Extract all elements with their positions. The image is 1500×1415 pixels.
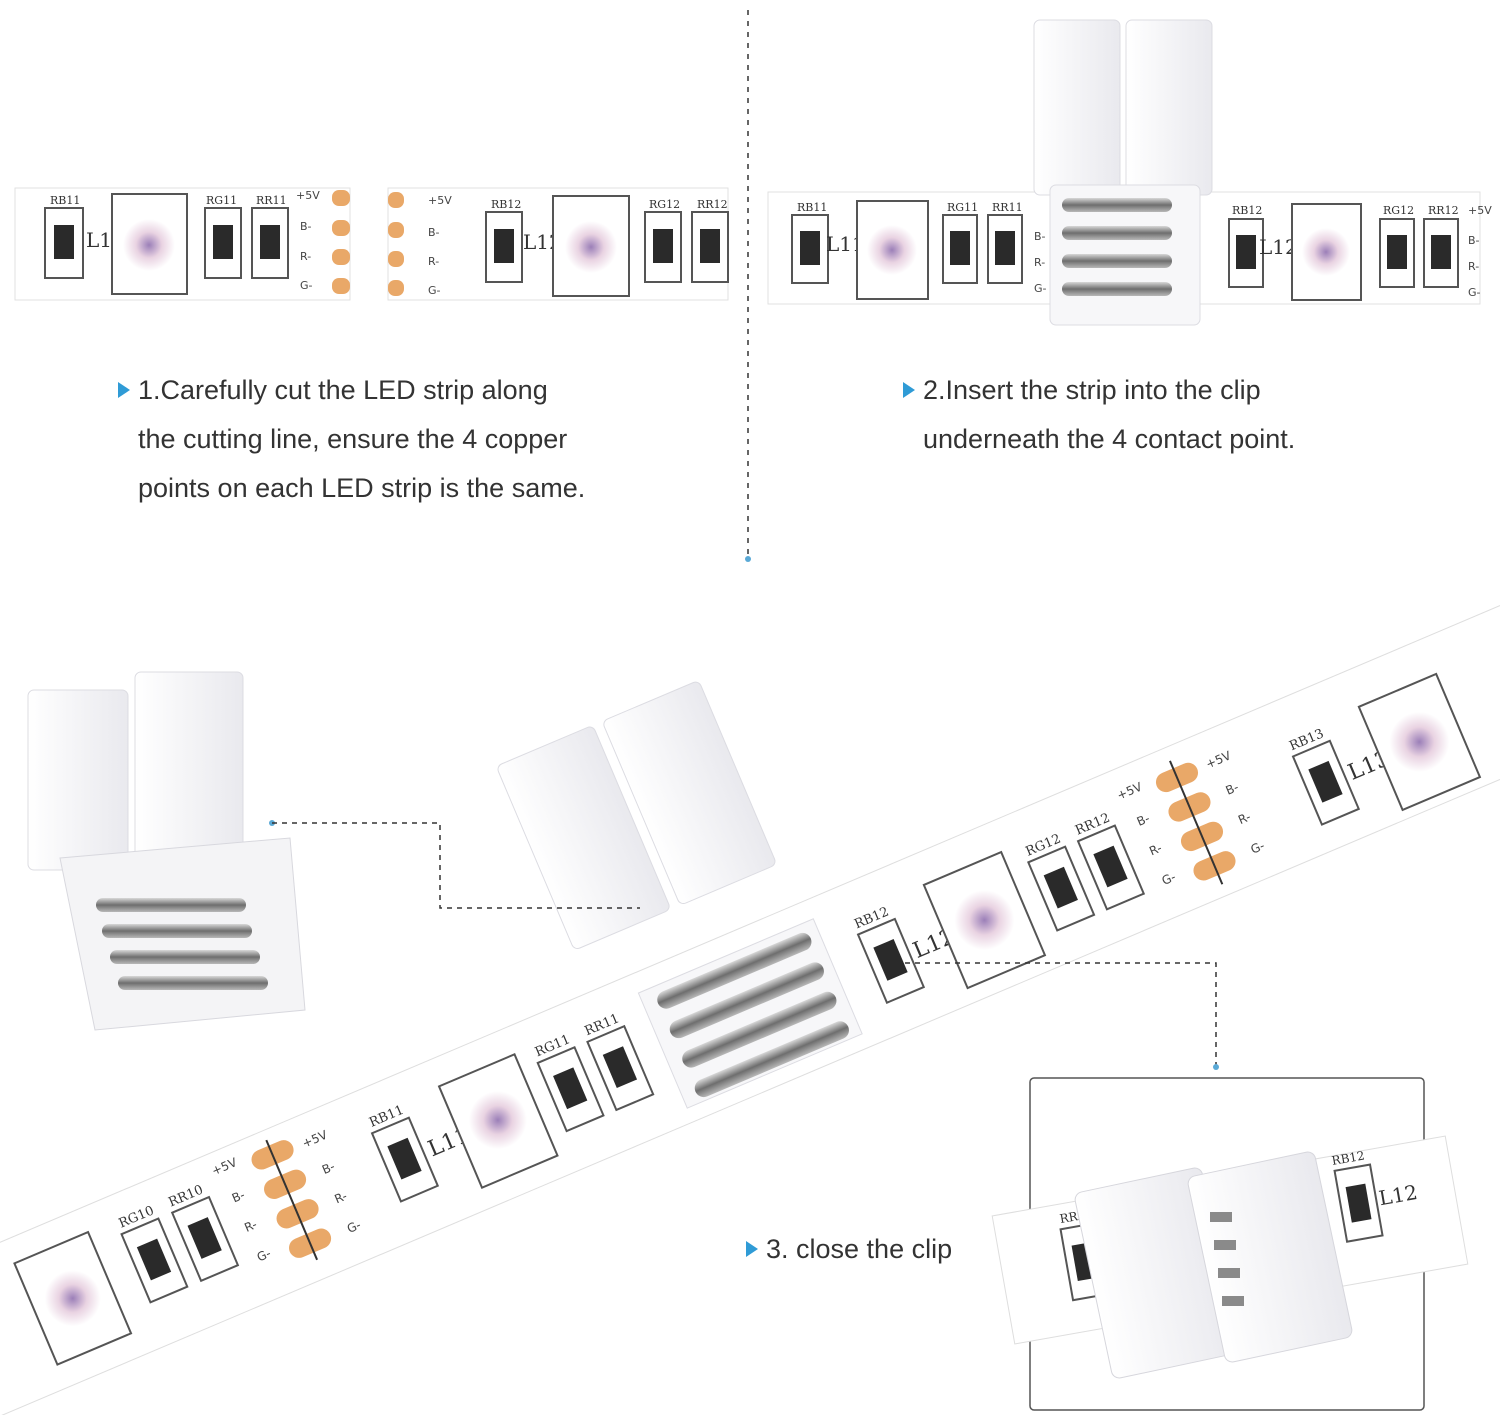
pad-label-b-6: B- (230, 1188, 247, 1206)
pad-label-r-7: R- (332, 1189, 349, 1207)
label-rg11-2: RG11 (947, 201, 978, 214)
step1-line1: 1.Carefully cut the LED strip along (138, 375, 548, 405)
pad-label-g-5: G- (1468, 286, 1481, 299)
label-rb11-2: RB11 (797, 201, 827, 214)
label-rr11: RR11 (256, 194, 287, 207)
pad-label-g-3: G- (1034, 282, 1047, 295)
diagonal-clip (497, 681, 776, 949)
pad-label-r-8: R- (1147, 841, 1164, 859)
pad-label-plus-5: +5V (1468, 204, 1492, 217)
callout-connector-left (269, 820, 640, 909)
step2-line2: underneath the 4 contact point. (923, 424, 1296, 454)
label-rr12: RR12 (697, 198, 728, 211)
pad-label-r-3: R- (1034, 256, 1045, 269)
step1-strip-left: RB11 L11 RG11 RR11 +5V B- R- G- (14, 187, 351, 301)
pad-label-g-2: G- (428, 284, 441, 297)
pad-label-r-2: R- (428, 255, 439, 268)
pad-label-b: B- (300, 220, 312, 233)
bullet-arrow-icon (903, 382, 915, 398)
pad-label-b-9: B- (1224, 780, 1241, 798)
bullet-arrow-icon (118, 382, 130, 398)
label-rg11: RG11 (206, 194, 237, 207)
label-rb12-2: RB12 (1232, 204, 1262, 217)
pad-label-r-9: R- (1236, 810, 1253, 828)
step1-line3: points on each LED strip is the same. (138, 473, 586, 503)
pad-label-g: G- (300, 279, 313, 292)
pad-label-r-5: R- (1468, 260, 1479, 273)
step2-strip: RB11 L11 RG11 RR11 B- R- G- B- R- G- RB1… (767, 191, 1492, 305)
label-rg12: RG12 (649, 198, 680, 211)
step3-line1: 3. close the clip (766, 1234, 953, 1264)
pad-label-b-2: B- (428, 226, 440, 239)
step1-caption: 1.Carefully cut the LED strip along the … (118, 366, 585, 513)
pad-label-g-9: G- (1249, 838, 1267, 856)
label-rb12-4: RB12 (1331, 1148, 1366, 1168)
pad-label-plus-2: +5V (428, 194, 452, 207)
step2-line1: 2.Insert the strip into the clip (923, 375, 1261, 405)
pad-label-plus: +5V (296, 189, 320, 202)
pad-label-g-6: G- (255, 1246, 273, 1264)
step3-caption: 3. close the clip (746, 1225, 952, 1274)
pad-label-b-7: B- (320, 1159, 337, 1177)
pad-label-g-8: G- (1160, 870, 1178, 888)
loose-open-clip (27, 671, 306, 1031)
callout-connector-right (905, 962, 1219, 1070)
diagonal-strip: RG10 RR10 +5V B- R- G- +5V B- R- G- RB11… (0, 579, 1500, 1415)
pad-label-g-7: G- (345, 1218, 363, 1236)
label-rg12-2: RG12 (1383, 204, 1414, 217)
label-rr11-2: RR11 (992, 201, 1023, 214)
divider-end-dot (745, 556, 751, 562)
pad-label-b-8: B- (1135, 811, 1152, 829)
pad-label-r: R- (300, 250, 311, 263)
label-rb12: RB12 (491, 198, 521, 211)
step2-caption: 2.Insert the strip into the clip underne… (903, 366, 1295, 464)
bullet-arrow-icon (746, 1241, 758, 1257)
pad-label-r-6: R- (242, 1217, 259, 1235)
label-rb11: RB11 (50, 194, 80, 207)
pad-label-b-5: B- (1468, 234, 1480, 247)
step1-strip-right: +5V B- R- G- RB12 L12 RG12 RR12 (387, 187, 729, 301)
step3-inset: RR11 RB12 L12 (991, 1077, 1469, 1411)
step2-clip (1033, 19, 1213, 326)
step1-line2: the cutting line, ensure the 4 copper (138, 424, 568, 454)
pad-label-b-3: B- (1034, 230, 1046, 243)
label-rr12-2: RR12 (1428, 204, 1459, 217)
